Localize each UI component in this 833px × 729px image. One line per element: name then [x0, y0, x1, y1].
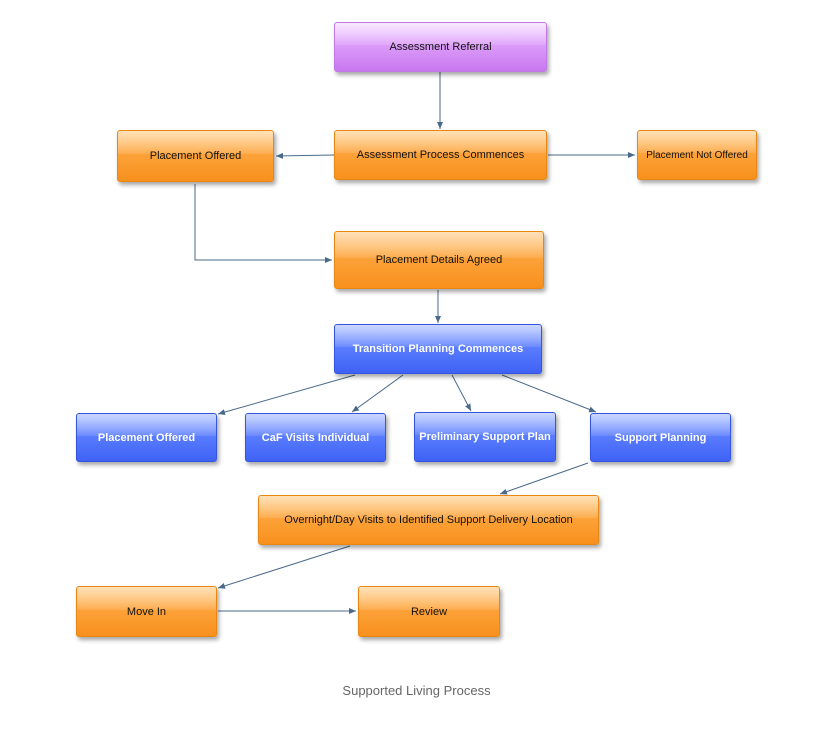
node-review: Review — [358, 586, 500, 637]
connector-transition-to-support — [501, 374, 597, 413]
node-label: Transition Planning Commences — [352, 343, 524, 355]
node-label: CaF Visits Individual — [261, 431, 370, 444]
connector-transition-to-preliminary — [451, 374, 472, 412]
node-transition-planning: Transition Planning Commences — [334, 324, 542, 374]
node-label: Move In — [126, 605, 167, 618]
node-label: Assessment Referral — [389, 41, 492, 53]
node-overnight-visits: Overnight/Day Visits to Identified Suppo… — [258, 495, 599, 545]
connector-transition-to-placement — [217, 374, 356, 415]
diagram-caption: Supported Living Process — [342, 683, 491, 698]
node-assessment-referral: Assessment Referral — [334, 22, 547, 72]
connector-overnight-to-movein — [217, 545, 351, 589]
node-label: Placement Offered — [149, 150, 242, 162]
node-label: Support Planning — [614, 431, 707, 444]
node-label: Review — [410, 605, 448, 618]
connector-support-to-overnight — [499, 462, 589, 495]
node-assessment-process: Assessment Process Commences — [334, 130, 547, 180]
connector-offered-to-details — [194, 184, 332, 263]
node-label: Assessment Process Commences — [356, 149, 525, 161]
node-preliminary-support: Preliminary Support Plan — [414, 412, 556, 462]
node-label: Placement Not Offered — [646, 149, 748, 161]
node-label: Preliminary Support Plan — [419, 431, 551, 443]
node-placement-details: Placement Details Agreed — [334, 231, 544, 289]
node-placement-offered-bottom: Placement Offered — [76, 413, 217, 462]
node-placement-offered-top: Placement Offered — [117, 130, 274, 182]
connector-transition-to-caf — [351, 374, 404, 413]
node-caf-visits: CaF Visits Individual — [245, 413, 386, 462]
node-label: Placement Offered — [97, 431, 196, 444]
node-label: Overnight/Day Visits to Identified Suppo… — [284, 514, 573, 526]
connector-process-to-offered — [275, 152, 335, 159]
node-placement-not-offered: Placement Not Offered — [637, 130, 757, 180]
node-move-in: Move In — [76, 586, 217, 637]
node-label: Placement Details Agreed — [375, 254, 503, 266]
node-support-planning: Support Planning — [590, 413, 731, 462]
